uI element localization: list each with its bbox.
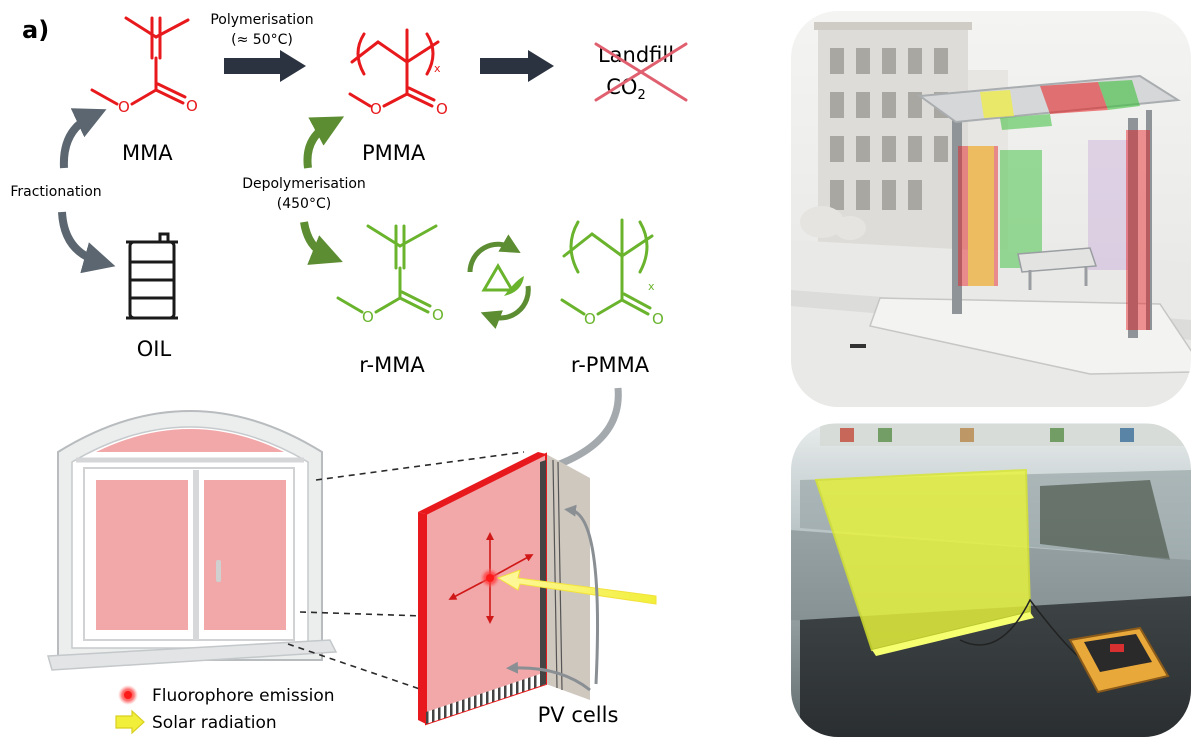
window-handle — [216, 560, 221, 582]
legend: Fluorophore emission Solar radiation — [115, 685, 335, 735]
pmma-structure — [348, 28, 440, 108]
pmma-oxygen-double: O — [436, 100, 448, 118]
mma-oxygen-ester: O — [118, 98, 130, 116]
mma-structure — [90, 16, 190, 106]
window-arch-pane — [96, 429, 284, 452]
polymerisation-condition: (≈ 50°C) — [231, 32, 293, 48]
bus-shelter-image — [790, 10, 1192, 408]
recycle-leaf-icon — [467, 234, 531, 329]
pmma-label: PMMA — [362, 141, 426, 165]
oil-barrel-icon — [126, 232, 178, 320]
shelter-violet-side — [1088, 140, 1128, 270]
landfill-arrow — [480, 50, 554, 82]
pv-pointer-arrow-back — [564, 504, 599, 685]
panel-b-frame — [789, 9, 1193, 409]
pmma-oxygen-ester: O — [370, 100, 382, 118]
r-pmma-subscript: x — [648, 280, 655, 293]
fractionation-up-arrow — [59, 108, 107, 169]
legend-fluorophore-label: Fluorophore emission — [152, 686, 335, 706]
pmma-subscript: x — [434, 62, 441, 75]
lsc-edge-top — [418, 452, 546, 514]
landfill-cross-icon — [594, 42, 688, 102]
legend-solar-icon — [115, 709, 145, 735]
depolymerisation-down-arrow — [300, 221, 343, 265]
depolymerisation-condition: (450°C) — [277, 196, 331, 212]
mma-label: MMA — [122, 141, 173, 165]
mma-oxygen-double: O — [186, 97, 198, 115]
shelter-red-right — [1126, 130, 1150, 330]
pv-pointer-arrow-bottom — [506, 661, 591, 692]
window-illustration — [47, 410, 338, 671]
r-mma-structure — [336, 224, 438, 314]
pv-cells-back — [546, 454, 590, 700]
pv-cells-label: PV cells — [538, 703, 619, 727]
depolymerisation-up-arrow — [303, 116, 345, 169]
landfill-label: Landfill — [598, 43, 674, 67]
r-pmma-oxygen-double: O — [652, 310, 664, 328]
r-mma-oxygen-double: O — [432, 306, 444, 324]
pv-strip-bottom — [426, 672, 546, 724]
legend-fluorophore-icon — [124, 691, 132, 699]
polymerisation-label: Polymerisation — [210, 12, 313, 28]
depolymerisation-label: Depolymerisation — [242, 176, 366, 192]
pv-strip-side — [540, 460, 546, 686]
shelter-green-side — [1000, 150, 1042, 268]
fractionation-label: Fractionation — [10, 184, 101, 200]
solar-arrow-icon — [496, 569, 657, 605]
r-pmma-structure — [560, 218, 654, 316]
legend-solar-label: Solar radiation — [152, 713, 277, 733]
oil-label: OIL — [137, 337, 172, 361]
window-right-pane — [204, 480, 286, 630]
fluorophore-dot-icon — [486, 574, 494, 582]
shelter-yellow-side — [968, 146, 994, 286]
panel-c-frame — [789, 421, 1193, 739]
r-mma-oxygen-ester: O — [362, 308, 374, 326]
fractionation-down-arrow — [58, 211, 116, 274]
polymerisation-arrow — [224, 50, 306, 82]
panel-label-a: a) — [22, 16, 49, 44]
r-mma-label: r-MMA — [359, 353, 425, 377]
r-pmma-label: r-PMMA — [571, 353, 650, 377]
co2-label: CO2 — [606, 75, 645, 103]
lsc-prototype-photo — [790, 422, 1192, 738]
window-left-pane — [96, 480, 188, 630]
r-pmma-oxygen-ester: O — [584, 310, 596, 328]
lsc-edge-left — [418, 512, 426, 724]
lsc-panel — [418, 452, 657, 726]
